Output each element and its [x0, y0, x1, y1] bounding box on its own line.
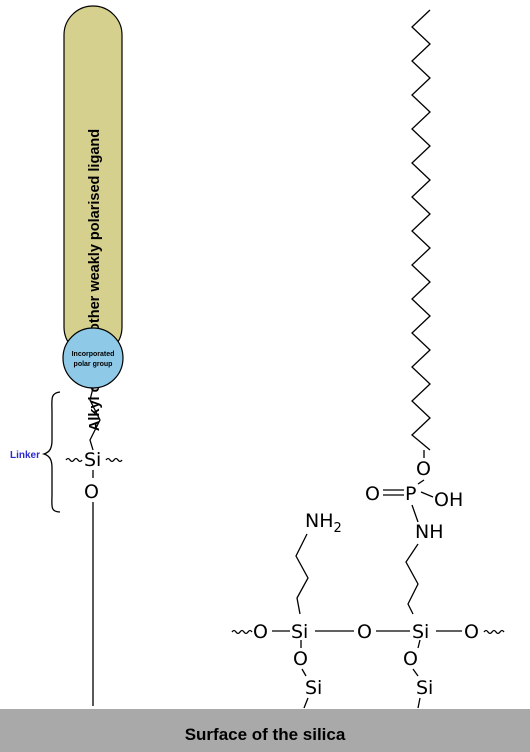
o-below-left: O	[293, 648, 308, 670]
polar-group-label-line2: polar group	[74, 361, 113, 368]
schematic-phase: Alkyl chain or other weakly polarised li…	[10, 5, 124, 706]
si-below-right: Si	[416, 677, 433, 699]
propyl-chain-right	[405, 543, 419, 615]
hydroxyl: OH	[434, 489, 463, 511]
backbone-o-bridge: O	[357, 621, 372, 643]
o-si-below-right-bond	[412, 668, 419, 677]
o-p-bond	[417, 479, 425, 485]
ester-o: O	[416, 458, 431, 480]
si-below-left-surface-bond	[303, 697, 309, 709]
p-nh-bond	[411, 504, 419, 523]
surface-label: Surface of the silica	[185, 725, 346, 744]
o-below-right: O	[403, 648, 418, 670]
alkyl-chain	[411, 9, 431, 451]
linker-si-wavy-left	[65, 457, 83, 463]
si-right-o-down-bond	[417, 639, 421, 649]
si-right: Si	[412, 621, 429, 643]
wavy-bond-right	[483, 629, 505, 635]
phosphorus: P	[405, 483, 416, 505]
linker-chain	[89, 387, 101, 451]
chemical-structures: O P O OH NH NH2 O Si O Si O O Si	[231, 9, 505, 709]
amide-nh: NH	[415, 521, 444, 543]
si-below-left: Si	[305, 677, 322, 699]
linker-label: Linker	[10, 450, 40, 461]
linker-si: Si	[84, 449, 101, 471]
propyl-chain-left	[295, 533, 309, 615]
linker-brace	[41, 391, 61, 513]
si-left: Si	[291, 621, 308, 643]
si-below-right-surface-bond	[417, 697, 421, 709]
amino-nh2-subscript: 2	[334, 521, 342, 536]
polar-group-label-line1: Incorporated	[72, 351, 115, 358]
linker-si-wavy-right	[105, 457, 123, 463]
polar-group-circle	[62, 327, 124, 389]
double-bond-o: O	[365, 483, 380, 505]
amino-nh2-main: NH	[305, 510, 334, 532]
p-oh-bond	[420, 491, 434, 498]
linker-o: O	[84, 481, 99, 503]
backbone-o-right: O	[464, 621, 479, 643]
wavy-bond-left	[231, 629, 253, 635]
amino-nh2: NH2	[305, 510, 342, 536]
o-si-below-left-bond	[301, 668, 307, 677]
backbone-o-left: O	[253, 621, 268, 643]
silica-surface	[0, 709, 530, 752]
